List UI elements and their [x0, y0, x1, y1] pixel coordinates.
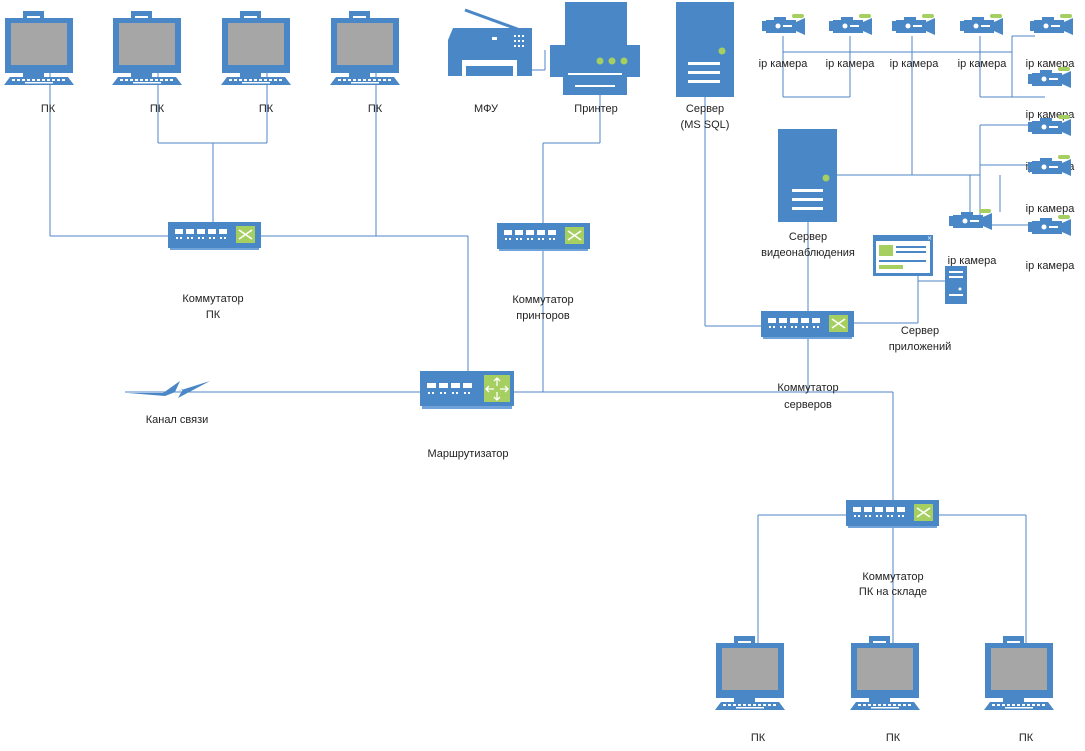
switch-pc-label-line1: Коммутатор — [182, 293, 243, 305]
pc-1: ПК — [4, 11, 74, 115]
switch-pc-label-line2: ПК — [206, 309, 221, 321]
app-server-label-line2: приложений — [889, 341, 952, 353]
pc-icon — [330, 11, 400, 85]
warehouse-pc-3: ПК — [984, 636, 1054, 744]
ip-camera-icon — [892, 14, 935, 35]
pc-icon — [4, 11, 74, 85]
switch-warehouse: Коммутатор ПК на складе — [845, 499, 940, 598]
ip-camera-8: ip камера — [1026, 155, 1076, 215]
ip-camera-icon — [762, 14, 805, 35]
switch-printers-label-line1: Коммутатор — [512, 294, 573, 306]
ip-camera-3: ip камера — [890, 14, 940, 70]
ip-camera-5: ip камера — [1026, 14, 1075, 70]
switch-printers-label-line2: принторов — [516, 310, 570, 322]
ip-camera-icon — [1028, 215, 1071, 236]
ip-camera-label: ip камера — [958, 58, 1008, 70]
switch-icon — [760, 310, 855, 340]
video-server: Сервер видеонаблюдения — [761, 129, 855, 259]
router-label: Маршрутизатор — [427, 448, 508, 460]
ip-camera-9: ip камера — [1026, 215, 1076, 272]
printer-icon — [550, 2, 640, 95]
printer-label: Принтер — [574, 103, 617, 115]
pc-icon — [984, 636, 1054, 710]
ip-camera-4: ip камера — [958, 14, 1008, 70]
ip-camera-icon — [829, 14, 872, 35]
ip-camera-2: ip камера — [826, 14, 876, 70]
mfu-icon — [448, 8, 532, 76]
pc-label: ПК — [150, 103, 165, 115]
app-server-label-line1: Сервер — [901, 325, 939, 337]
pc-4: ПК — [330, 11, 400, 115]
router-icon — [420, 371, 514, 409]
ip-camera-icon — [1028, 67, 1071, 88]
pc-label: ПК — [368, 103, 383, 115]
printer: Принтер — [550, 2, 640, 115]
pc-icon — [715, 636, 785, 710]
ip-camera-icon — [960, 14, 1003, 35]
pc-label: ПК — [259, 103, 274, 115]
ip-camera-icon — [949, 209, 992, 230]
server-icon — [945, 266, 967, 304]
switch-warehouse-label-line2: ПК на складе — [859, 586, 927, 598]
warehouse-pc-1: ПК — [715, 636, 785, 744]
ip-camera-icon — [1028, 155, 1071, 176]
ip-camera-label: ip камера — [826, 58, 876, 70]
comm-link: Канал связи — [128, 381, 210, 426]
server-icon — [676, 2, 734, 97]
pc-3: ПК — [221, 11, 291, 115]
switch-icon — [845, 499, 940, 529]
comm-link-label: Канал связи — [146, 414, 209, 426]
switch-icon — [167, 221, 262, 251]
svg-text:×: × — [927, 235, 932, 242]
mfu-label: МФУ — [474, 103, 499, 115]
router: Маршрутизатор — [420, 371, 514, 460]
ip-camera-1: ip камера — [759, 14, 809, 70]
server-sql-label-line2: (MS SQL) — [681, 119, 730, 131]
mfu: МФУ — [448, 8, 532, 115]
ip-camera-label: ip камера — [890, 58, 940, 70]
server-sql: Сервер (MS SQL) — [676, 2, 734, 131]
pc-icon — [221, 11, 291, 85]
ip-camera-icon — [1030, 14, 1073, 35]
pc-icon — [850, 636, 920, 710]
ip-camera-6: ip камера — [1026, 67, 1075, 121]
pc-label: ПК — [886, 732, 901, 744]
pc-label: ПК — [1019, 732, 1034, 744]
server-sql-label-line1: Сервер — [686, 103, 724, 115]
switch-warehouse-label-line1: Коммутатор — [862, 571, 923, 583]
ip-cameras: ip камера ip камера ip камера ip камера … — [759, 14, 1076, 272]
ip-camera-label: ip камера — [948, 255, 998, 267]
switch-icon — [496, 222, 591, 252]
ip-camera-label: ip камера — [1026, 203, 1076, 215]
pc-label: ПК — [751, 732, 766, 744]
switch-servers-label-line2: серверов — [784, 399, 832, 411]
switch-servers-label-line1: Коммутатор — [777, 382, 838, 394]
server-icon — [778, 129, 837, 222]
app-window-icon: × — [873, 235, 933, 276]
app-server: × Сервер приложений — [873, 235, 967, 353]
video-server-label-line2: видеонаблюдения — [761, 247, 855, 259]
pc-label: ПК — [41, 103, 56, 115]
warehouse-pc-2: ПК — [850, 636, 920, 744]
ip-camera-label: ip камера — [1026, 260, 1076, 272]
ip-camera-10: ip камера — [948, 209, 998, 267]
pc-icon — [112, 11, 182, 85]
switch-printers: Коммутатор принторов — [496, 222, 591, 322]
video-server-label-line1: Сервер — [789, 231, 827, 243]
ip-camera-label: ip камера — [759, 58, 809, 70]
pc-2: ПК — [112, 11, 182, 115]
switch-servers: Коммутатор серверов — [760, 310, 855, 411]
lightning-icon — [128, 381, 210, 398]
switch-pc: Коммутатор ПК — [167, 221, 262, 321]
